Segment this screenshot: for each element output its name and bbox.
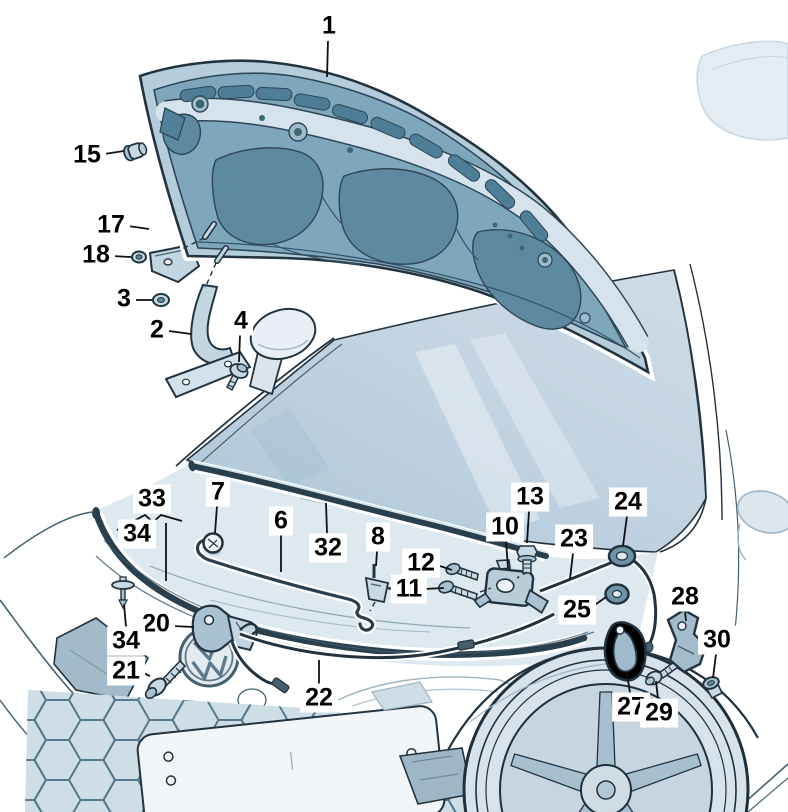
callout-7[interactable]: 7 bbox=[206, 477, 230, 507]
front-wheel bbox=[447, 646, 759, 812]
grommet-part7 bbox=[202, 532, 224, 555]
callout-33[interactable]: 33 bbox=[133, 484, 171, 514]
bracket-part8 bbox=[364, 564, 396, 604]
grommet-part25 bbox=[604, 583, 630, 605]
callout-34-seal[interactable]: 34 bbox=[118, 519, 156, 549]
callout-17[interactable]: 17 bbox=[92, 210, 130, 240]
callout-32[interactable]: 32 bbox=[309, 533, 347, 563]
callout-3[interactable]: 3 bbox=[112, 284, 136, 314]
callout-12[interactable]: 12 bbox=[402, 548, 440, 578]
hood-part1 bbox=[134, 55, 656, 382]
windshield-reflection bbox=[470, 333, 600, 508]
assembly-dash-lines bbox=[179, 237, 528, 612]
callout-8[interactable]: 8 bbox=[366, 522, 390, 552]
callout-22[interactable]: 22 bbox=[300, 683, 338, 713]
callout-4[interactable]: 4 bbox=[229, 306, 253, 336]
callout-28[interactable]: 28 bbox=[666, 582, 704, 612]
screw-part21 bbox=[144, 659, 187, 700]
callout-11[interactable]: 11 bbox=[390, 574, 428, 604]
roof-silhouette bbox=[696, 40, 788, 141]
hood-studs bbox=[202, 221, 229, 264]
a-pillar-left bbox=[175, 337, 343, 475]
callout-24[interactable]: 24 bbox=[609, 487, 647, 517]
door-mirror-left bbox=[248, 308, 317, 396]
callout-25[interactable]: 25 bbox=[558, 595, 596, 625]
release-cable-part22 bbox=[228, 610, 556, 694]
callout-10[interactable]: 10 bbox=[486, 512, 524, 542]
door-mirror-right bbox=[736, 490, 788, 534]
callout-30[interactable]: 30 bbox=[698, 625, 736, 655]
callout-21[interactable]: 21 bbox=[107, 656, 145, 686]
bolt-part4 bbox=[226, 363, 249, 392]
grommet-part30 bbox=[702, 676, 724, 700]
callout-1[interactable]: 1 bbox=[317, 11, 341, 41]
hinge-part2 bbox=[164, 283, 252, 399]
hood-vents bbox=[179, 84, 549, 242]
hood-inner-recesses bbox=[162, 113, 582, 330]
callout-18[interactable]: 18 bbox=[77, 240, 115, 270]
nut-part3 bbox=[152, 293, 170, 307]
bolt-part13 bbox=[516, 545, 538, 574]
headlight-right bbox=[337, 676, 541, 805]
callout-29[interactable]: 29 bbox=[640, 698, 678, 728]
release-rod-part6 bbox=[193, 536, 377, 635]
grommet-part24 bbox=[607, 544, 637, 568]
callout-15[interactable]: 15 bbox=[68, 140, 106, 170]
a-pillar-right bbox=[659, 263, 723, 553]
hood-holes bbox=[191, 95, 591, 324]
callout-13[interactable]: 13 bbox=[511, 482, 549, 512]
lock-support-part10 bbox=[473, 559, 550, 614]
callout-2[interactable]: 2 bbox=[145, 315, 169, 345]
windshield bbox=[185, 269, 707, 553]
body-side-right bbox=[725, 429, 788, 812]
callout-34-clip[interactable]: 34 bbox=[107, 626, 145, 656]
clip-part34 bbox=[111, 576, 135, 610]
callout-23[interactable]: 23 bbox=[555, 524, 593, 554]
windshield-reflection bbox=[415, 344, 540, 530]
lock-lever-part28 bbox=[666, 608, 708, 674]
clip-part15 bbox=[123, 142, 148, 162]
front-seal-part33 bbox=[89, 507, 589, 662]
nut-part18 bbox=[131, 250, 147, 264]
release-handle-part27 bbox=[603, 621, 647, 682]
callout-6[interactable]: 6 bbox=[269, 506, 293, 536]
